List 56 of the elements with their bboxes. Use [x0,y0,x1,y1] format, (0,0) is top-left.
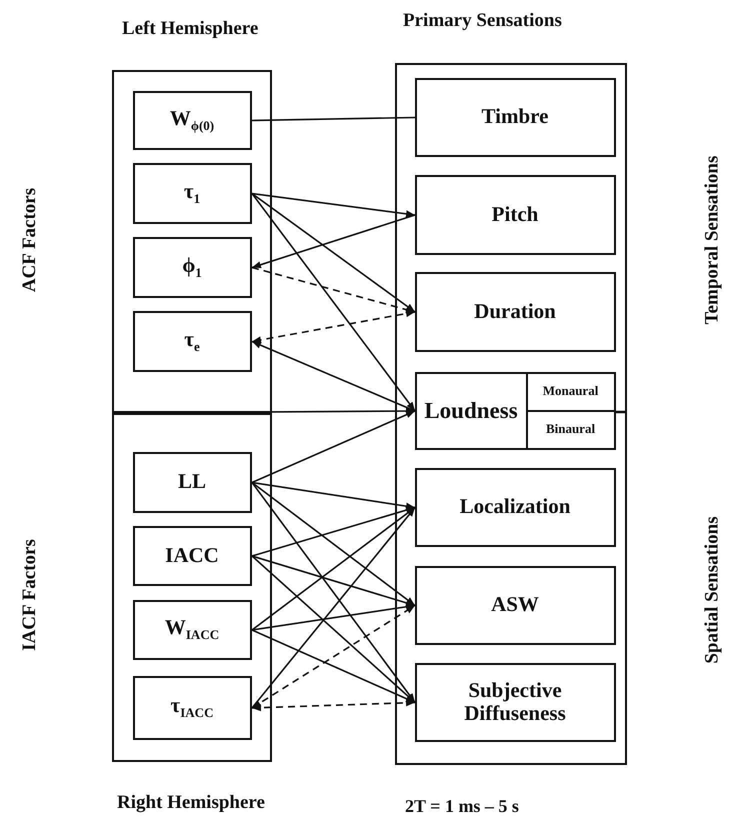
factor-box [132,236,252,298]
sub-cell: Binaural [528,410,614,448]
connector-arrow [252,506,416,557]
panel-heading: Primary Sensations [403,10,562,32]
side-label: ACF Factors [19,188,42,292]
connector-arrow [252,699,416,712]
connector-arrow [252,603,416,631]
connector-arrow [252,192,416,313]
connector-arrow [252,629,416,704]
connector-arrow [252,555,416,606]
box-label: Loudness [423,396,519,425]
time-range-label: 2T = 1 ms – 5 s [405,796,519,817]
factor-box [132,600,252,660]
factor-box [132,526,252,586]
box-label: τ$_{1}$ [184,180,200,206]
side-label: IACF Factors [18,539,41,651]
connector-arrow [252,266,416,314]
box-label: Duration [474,300,556,324]
box-label: τ$_{e}$ [184,328,200,354]
factor-box [414,662,616,742]
box-label: τ$_{IACC}$ [170,694,214,721]
side-label: Spatial Sensations [701,516,724,664]
connector-arrow [252,192,416,218]
panel-heading: Right Hemisphere [117,792,265,814]
box-label: ASW [491,593,539,617]
connector-arrow [252,482,416,510]
factor-box [414,468,616,546]
box-label: Localization [460,495,570,519]
factor-box [132,676,252,740]
connector-arrow [252,310,416,344]
sub-cell-text: Monaural [542,382,600,400]
box-label: Subjective Diffuseness [463,678,567,726]
box-label: W$_{ϕ(0)}$ [170,106,214,134]
connector-arrow [252,214,416,268]
factor-box [132,452,252,512]
factor-box [414,78,616,156]
connector-arrow [252,410,416,484]
factor-box [132,162,252,224]
factor-box [132,90,252,150]
connector-arrow [251,193,416,412]
connector-arrow [252,604,416,709]
factor-box [132,310,252,372]
box-label: W$_{IACC}$ [164,616,220,643]
box-label: Pitch [492,202,538,226]
box-label: ϕ$_{1}$ [182,254,202,280]
factor-box [414,174,616,254]
box-label: IACC [165,544,219,568]
box-label: LL [178,470,206,494]
connector-arrow [252,340,416,412]
box-label: Timbre [482,105,548,129]
factor-box [414,566,616,644]
panel-heading: Left Hemisphere [122,18,258,40]
split-box [414,372,616,450]
connector-arrow [252,482,416,606]
side-label: Temporal Sensations [700,156,723,324]
factor-box [414,272,616,352]
